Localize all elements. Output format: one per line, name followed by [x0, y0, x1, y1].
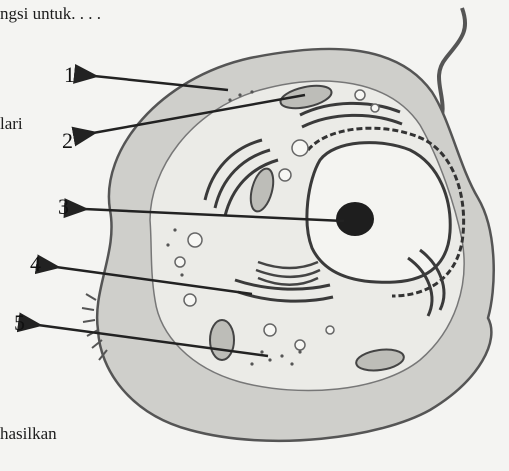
nucleus	[307, 143, 450, 283]
label-4: 4	[30, 251, 41, 276]
nucleolus	[336, 202, 374, 236]
label-5: 5	[14, 310, 25, 335]
label-3: 3	[58, 194, 69, 219]
label-2: 2	[62, 128, 73, 153]
label-1: 1	[64, 62, 75, 87]
